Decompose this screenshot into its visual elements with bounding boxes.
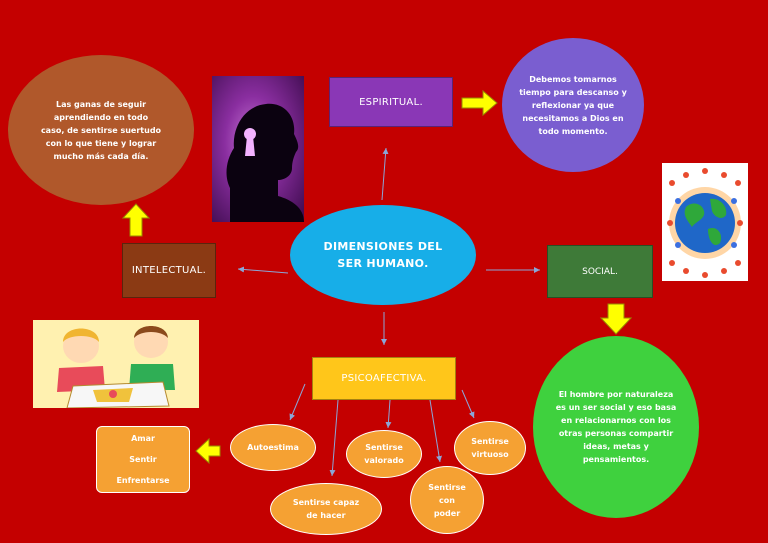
- social-description-oval: El hombre por naturaleza es un ser socia…: [533, 336, 699, 518]
- intelectual-description-oval: Las ganas de seguir aprendiendo en todo …: [8, 55, 194, 205]
- social-desc-line: es un ser social y eso basa: [555, 403, 677, 412]
- espiritual-desc-line: Debemos tomarnos: [529, 74, 617, 84]
- feelings-item: Amar: [131, 434, 155, 443]
- arrow-up-icon: [121, 203, 151, 237]
- psicoafectiva-box: PSICOAFECTIVA.: [312, 357, 456, 400]
- line-to-virtuoso: [461, 389, 475, 419]
- line-to-intelectual: [237, 266, 289, 274]
- center-title-line: SER HUMANO.: [337, 257, 429, 270]
- social-box: SOCIAL.: [547, 245, 653, 298]
- espiritual-box: ESPIRITUAL.: [329, 77, 453, 127]
- virtuoso-oval: Sentirse virtuoso: [454, 421, 526, 475]
- intelectual-desc-line: Las ganas de seguir: [55, 99, 147, 109]
- social-desc-line: en relacionarnos con los: [561, 416, 671, 425]
- espiritual-desc-line: todo momento.: [538, 126, 608, 136]
- espiritual-desc-line: reflexionar ya que: [531, 100, 615, 110]
- globe-people-image: [662, 163, 748, 281]
- arrow-right-icon: [461, 89, 498, 117]
- feelings-item: Enfrentarse: [116, 476, 170, 485]
- social-desc-line: pensamientos.: [582, 455, 650, 464]
- center-title-line: DIMENSIONES DEL: [323, 240, 443, 253]
- capaz-line: Sentirse capaz: [292, 498, 360, 507]
- espiritual-label: ESPIRITUAL.: [359, 96, 423, 108]
- espiritual-desc-line: necesitamos a Dios en: [522, 113, 624, 123]
- autoestima-oval: Autoestima: [230, 424, 316, 471]
- intelectual-desc-line: aprendiendo en todo: [53, 112, 149, 122]
- silhouette-keyhole-image: [212, 76, 304, 222]
- capaz-oval: Sentirse capaz de hacer: [270, 483, 382, 535]
- intelectual-desc-line: caso, de sentirse suertudo: [40, 125, 162, 135]
- poder-line: Sentirse: [428, 482, 466, 492]
- line-to-valorado: [385, 399, 392, 429]
- intelectual-box: INTELECTUAL.: [122, 243, 216, 298]
- social-desc-line: ideas, metas y: [583, 442, 649, 451]
- valorado-oval: Sentirse valorado: [346, 430, 422, 478]
- line-to-espiritual: [381, 147, 389, 201]
- autoestima-label: Autoestima: [247, 443, 299, 452]
- capaz-line: de hacer: [306, 511, 346, 520]
- valorado-line: valorado: [364, 456, 404, 465]
- arrow-left-icon: [195, 437, 221, 465]
- social-desc-line: El hombre por naturaleza: [558, 390, 674, 399]
- social-desc-line: otras personas compartir: [558, 429, 674, 438]
- virtuoso-line: Sentirse: [471, 437, 509, 446]
- social-label: SOCIAL.: [582, 266, 618, 277]
- line-to-capaz: [329, 399, 339, 477]
- poder-line: con: [439, 495, 455, 505]
- line-to-poder: [429, 399, 443, 463]
- virtuoso-line: virtuoso: [471, 450, 509, 459]
- espiritual-desc-line: tiempo para descanso y: [519, 87, 627, 97]
- feelings-box: Amar Sentir Enfrentarse: [96, 426, 190, 493]
- line-to-autoestima: [289, 383, 306, 421]
- valorado-line: Sentirse: [365, 443, 403, 452]
- intelectual-desc-line: con lo que tiene y lograr: [45, 138, 157, 148]
- intelectual-label: INTELECTUAL.: [131, 265, 207, 276]
- poder-oval: Sentirse con poder: [410, 466, 484, 534]
- poder-line: poder: [433, 508, 461, 518]
- children-drawing-image: [33, 320, 199, 408]
- center-oval: DIMENSIONES DEL SER HUMANO.: [290, 205, 476, 305]
- intelectual-desc-line: mucho más cada día.: [53, 151, 149, 161]
- feelings-item: Sentir: [129, 455, 157, 464]
- psicoafectiva-label: PSICOAFECTIVA.: [341, 373, 427, 384]
- arrow-down-icon: [599, 303, 633, 335]
- espiritual-description-oval: Debemos tomarnos tiempo para descanso y …: [502, 38, 644, 172]
